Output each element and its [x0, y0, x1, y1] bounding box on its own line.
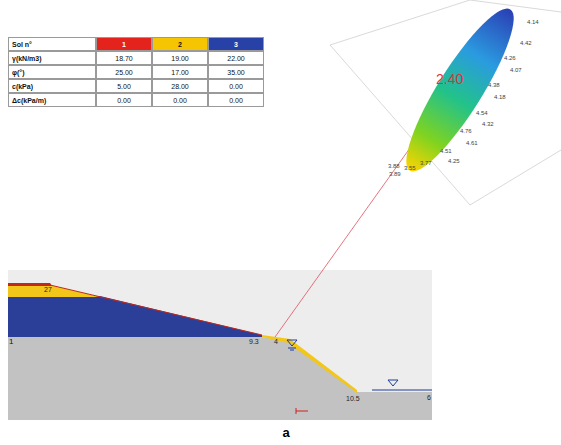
table-cell: Sol n°	[8, 37, 96, 51]
fos-contour	[391, 0, 529, 182]
table-cell: 2	[152, 37, 208, 51]
point-label: 4	[274, 338, 278, 345]
point-label: 10.5	[346, 395, 360, 402]
table-cell: 0.00	[96, 93, 152, 107]
ground	[8, 337, 432, 420]
safety-factor: 4.38	[488, 82, 500, 88]
safety-factor: 3.88	[388, 163, 400, 169]
table-cell: c(kPa)	[8, 79, 96, 93]
safety-factor: 3.77	[420, 160, 432, 166]
table-cell: 22.00	[208, 51, 264, 65]
table-cell: 0.00	[208, 93, 264, 107]
point-label: 9.3	[249, 338, 259, 345]
table-cell: 0.00	[152, 93, 208, 107]
safety-factor: 4.42	[520, 40, 532, 46]
min-safety-factor: 2.40	[436, 72, 463, 86]
safety-factor: 4.76	[460, 128, 472, 134]
safety-factor: 4.32	[482, 121, 494, 127]
safety-factor: 4.54	[476, 110, 488, 116]
table-cell: 19.00	[152, 51, 208, 65]
safety-factor: 4.07	[510, 67, 522, 73]
table-cell: Δc(kPa/m)	[8, 93, 96, 107]
table-cell: 25.00	[96, 65, 152, 79]
section-frame	[8, 270, 432, 420]
water-table	[287, 340, 432, 390]
point-label: 1	[9, 338, 13, 346]
point-label: 27	[44, 286, 52, 293]
table-cell: γ(kN/m3)	[8, 51, 96, 65]
marker	[296, 408, 308, 414]
table-cell: 3	[208, 37, 264, 51]
soil-3	[8, 296, 262, 337]
safety-factor: 4.61	[466, 140, 478, 146]
table-cell: 18.70	[96, 51, 152, 65]
table-cell: 1	[96, 37, 152, 51]
point-label: 6	[427, 394, 431, 401]
soil-2-lower	[262, 335, 357, 393]
table-cell: 28.00	[152, 79, 208, 93]
table-cell: 17.00	[152, 65, 208, 79]
table-cell: 5.00	[96, 79, 152, 93]
safety-factor: 4.26	[504, 55, 516, 61]
safety-factor: 3.55	[404, 165, 416, 171]
safety-factor: 4.14	[527, 19, 539, 25]
table-cell: φ(°)	[8, 65, 96, 79]
safety-factor: 4.25	[448, 158, 460, 164]
soil-2	[8, 285, 100, 297]
surface-line	[50, 285, 262, 335]
safety-factor: 4.51	[440, 148, 452, 154]
safety-factor: 3.89	[389, 171, 401, 177]
table-cell: 0.00	[208, 79, 264, 93]
soil-1	[8, 283, 52, 286]
caption: a	[282, 426, 289, 439]
table-cell: 35.00	[208, 65, 264, 79]
safety-factor: 4.18	[494, 94, 506, 100]
